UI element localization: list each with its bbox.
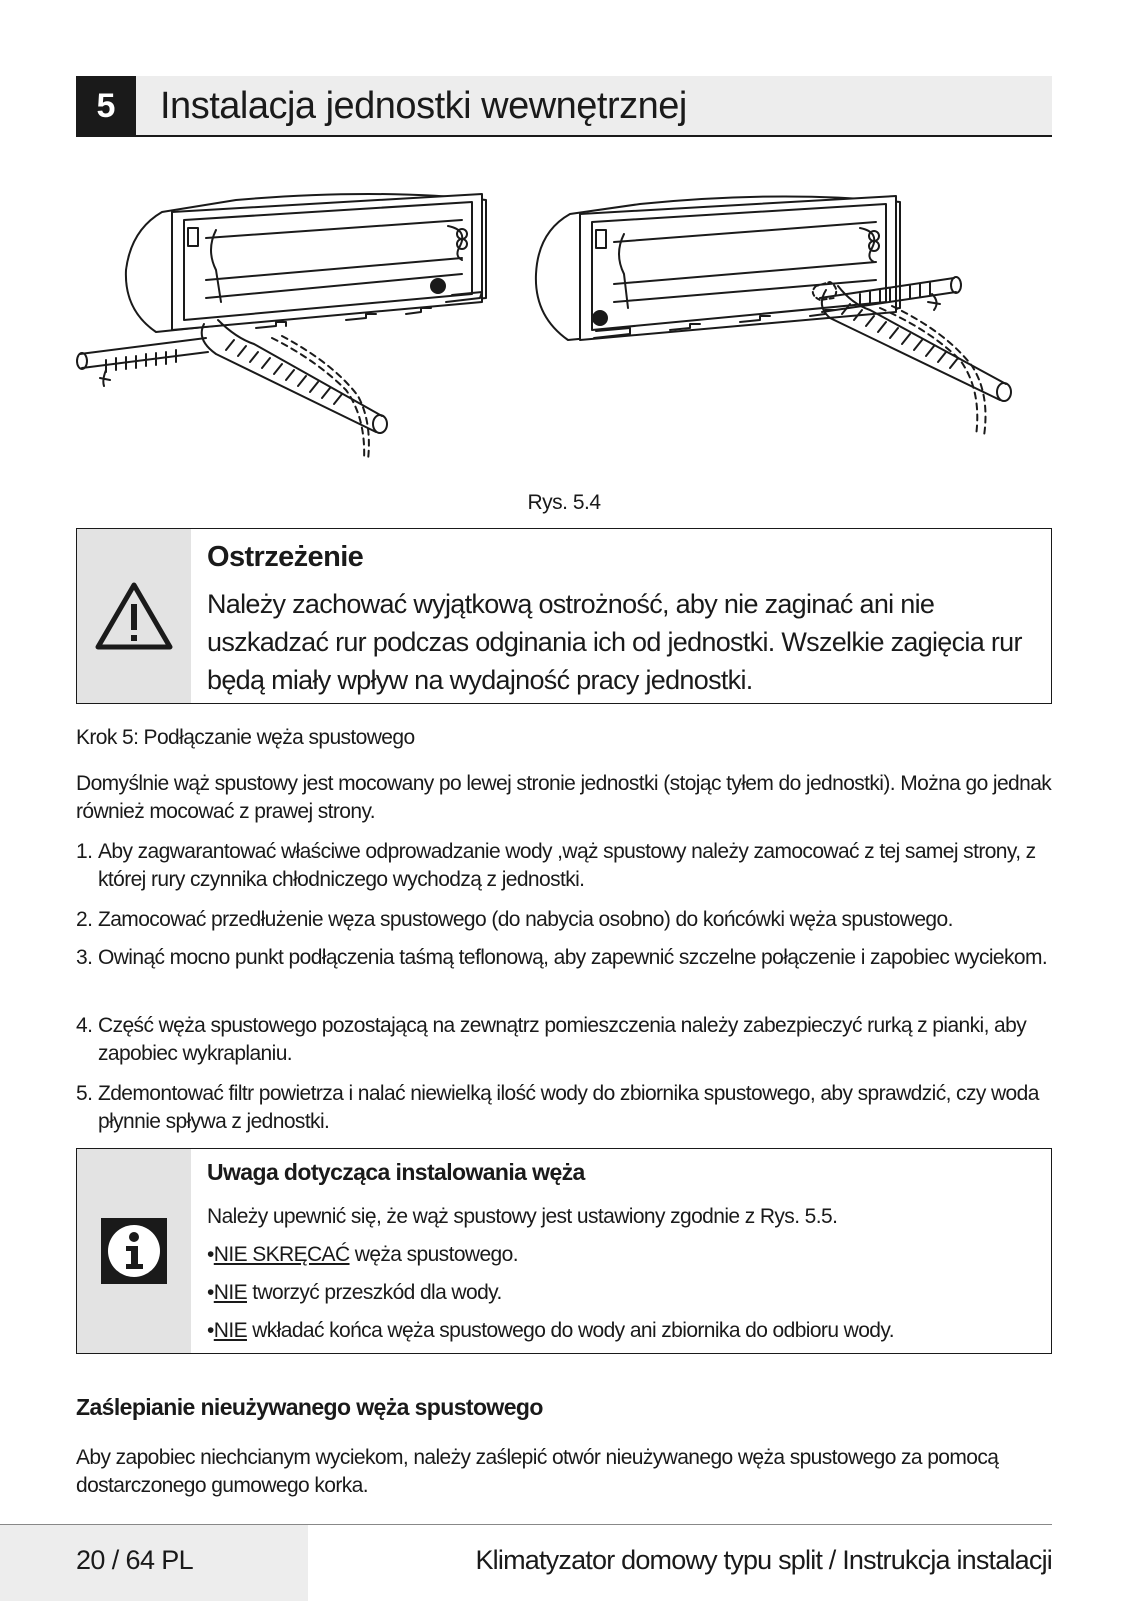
step-item-number: 5. <box>76 1082 93 1105</box>
left-unit-drawing <box>76 193 487 461</box>
info-icon <box>101 1218 167 1284</box>
step-item-text: Część węża spustowego pozostającą na zew… <box>98 1014 1027 1065</box>
footer-rule <box>0 1524 1052 1525</box>
warning-box: Ostrzeżenie Należy zachować wyjątkową os… <box>76 528 1052 704</box>
plug-text: Aby zapobiec niechcianym wyciekom, należ… <box>76 1446 999 1497</box>
right-unit-drawing <box>534 195 1012 437</box>
warning-title: Ostrzeżenie <box>207 541 364 573</box>
bullet-emphasis: NIE SKRĘCAĆ <box>213 1243 350 1266</box>
step-item-number: 4. <box>76 1014 93 1037</box>
note-intro: Należy upewnić się, że wąż spustowy jest… <box>207 1205 838 1228</box>
chapter-header: 5 Instalacja jednostki wewnętrznej <box>76 76 1052 136</box>
bullet-mark: • <box>207 1243 214 1266</box>
note-title: Uwaga dotycząca instalowania węża <box>207 1159 585 1185</box>
bullet-text: tworzyć przeszkód dla wody. <box>246 1281 502 1304</box>
note-sidebar <box>77 1149 191 1353</box>
note-bullet: •NIE wkładać końca węża spustowego do wo… <box>207 1319 895 1343</box>
bullet-emphasis: NIE <box>213 1281 248 1304</box>
document-title: Klimatyzator domowy typu split / Instruk… <box>475 1545 1052 1575</box>
plug-heading: Zaślepianie nieużywanego węża spustowego <box>76 1394 543 1420</box>
chapter-number: 5 <box>76 76 136 136</box>
warning-sidebar <box>77 529 191 703</box>
page-number: 20 / 64 PL <box>76 1545 194 1575</box>
note-bullet: •NIE tworzyć przeszkód dla wody. <box>207 1281 502 1305</box>
step-item-number: 3. <box>76 946 93 969</box>
figure-caption: Rys. 5.4 <box>527 491 601 514</box>
indoor-unit-illustration <box>76 193 1012 461</box>
step-item-text: Owinąć mocno punkt podłączenia taśmą tef… <box>98 946 1048 969</box>
step-item-number: 2. <box>76 908 93 931</box>
warning-text: Należy zachować wyjątkową ostrożność, ab… <box>207 589 1022 695</box>
step-item-text: Zdemontować filtr powietrza i nalać niew… <box>98 1082 1039 1133</box>
step-item-text: Aby zagwarantować właściwe odprowadzanie… <box>98 840 1036 891</box>
step-heading: Krok 5: Podłączanie węża spustowego <box>76 726 415 749</box>
warning-triangle-icon <box>95 582 173 650</box>
bullet-emphasis: NIE <box>213 1319 248 1342</box>
bullet-text: wkładać końca węża spustowego do wody an… <box>246 1319 894 1342</box>
chapter-title: Instalacja jednostki wewnętrznej <box>160 85 687 127</box>
note-box: Uwaga dotycząca instalowania węża Należy… <box>76 1148 1052 1354</box>
header-rule <box>76 135 1052 137</box>
step-item-text: Zamocować przedłużenie węza spustowego (… <box>98 908 953 931</box>
step-intro: Domyślnie wąż spustowy jest mocowany po … <box>76 772 1052 823</box>
step-item-number: 1. <box>76 840 93 863</box>
bullet-text: węża spustowego. <box>349 1243 519 1266</box>
bullet-mark: • <box>207 1281 214 1304</box>
footer-page-tab <box>0 1525 308 1601</box>
note-bullet: •NIE SKRĘCAĆ węża spustowego. <box>207 1243 519 1267</box>
bullet-mark: • <box>207 1319 214 1342</box>
